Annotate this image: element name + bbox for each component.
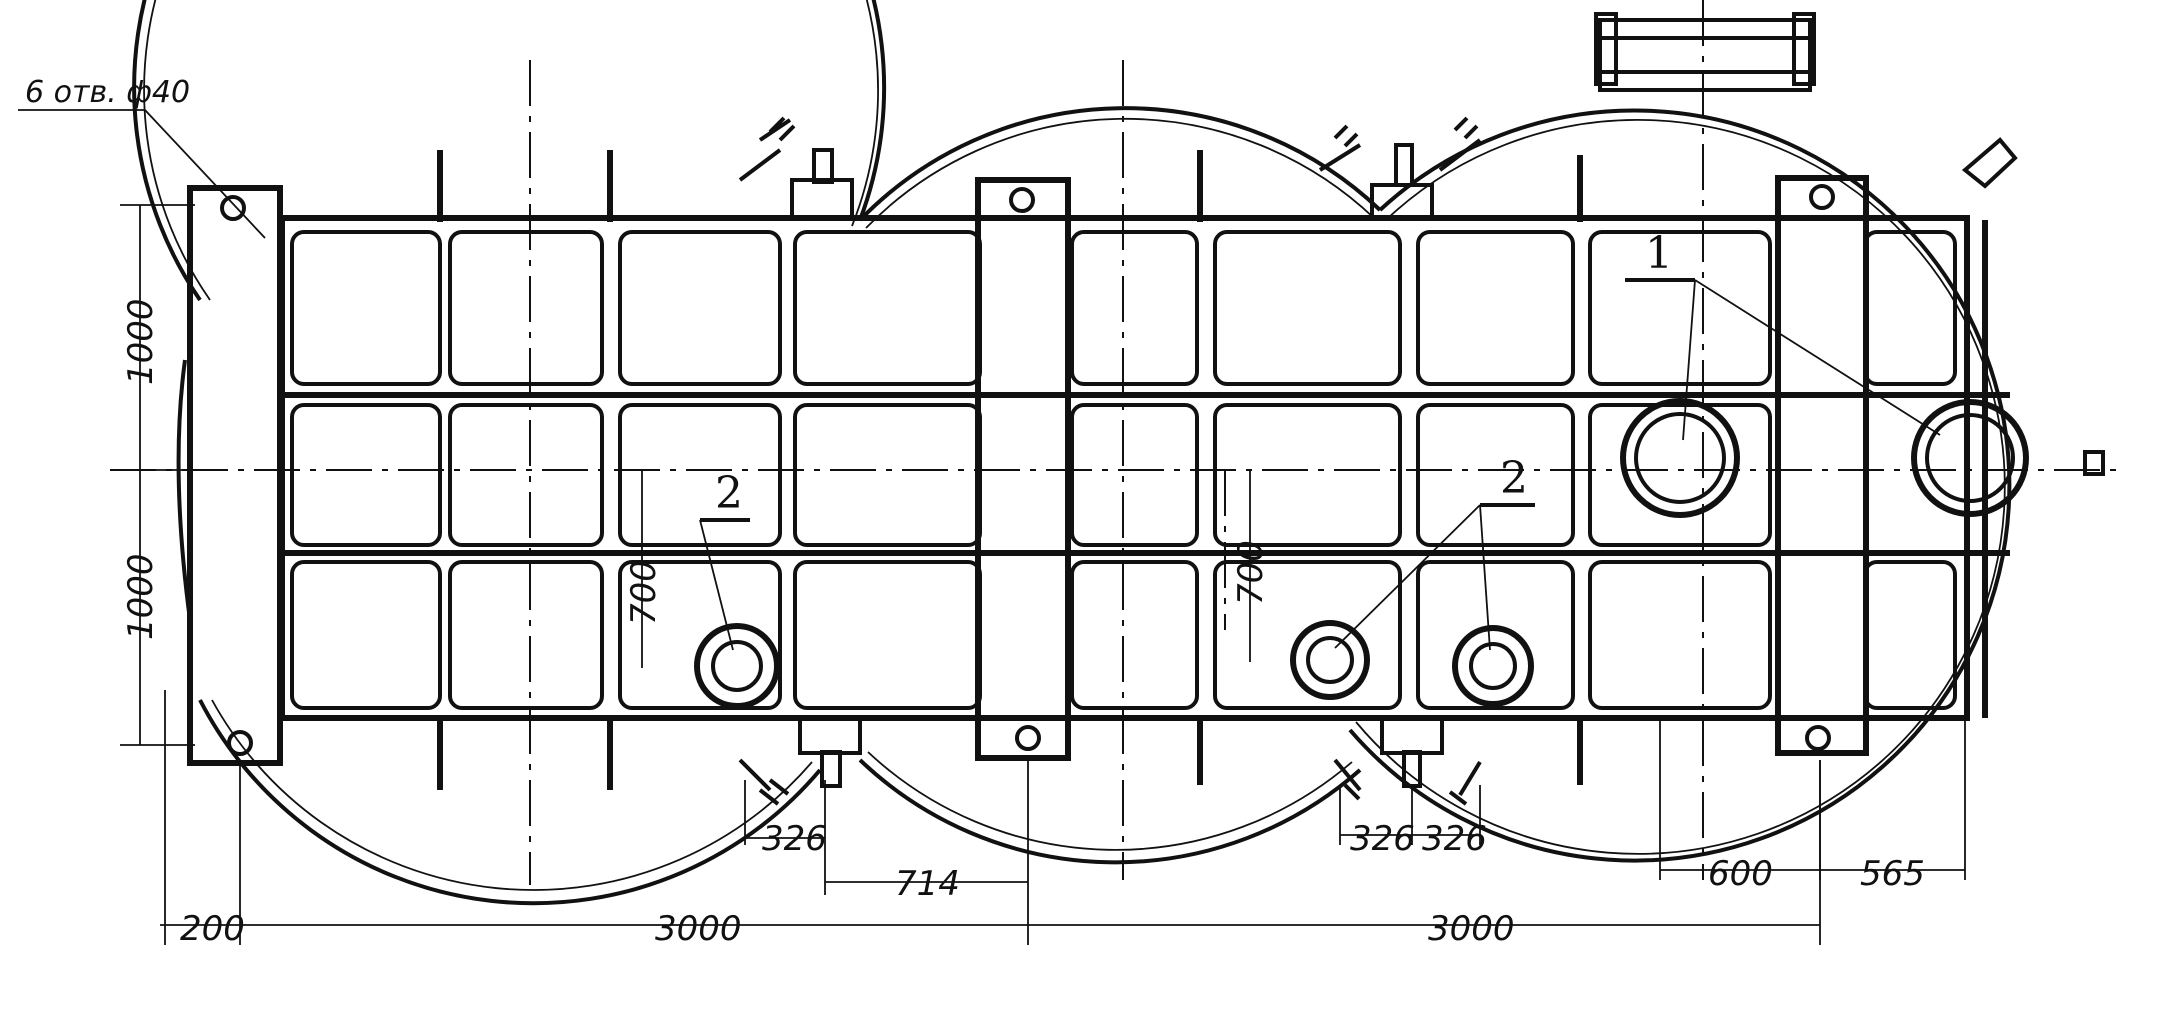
rib-stubs <box>437 150 2010 790</box>
center-lines <box>110 0 2125 885</box>
dim-height-top: 1000 <box>121 298 161 385</box>
dim-span-1: 3000 <box>655 909 742 949</box>
small-ports <box>694 620 1534 709</box>
dim-height-bottom: 1000 <box>121 553 161 640</box>
leader-lines <box>18 109 1941 651</box>
valves <box>738 116 2018 806</box>
dim-port-edge: 565 <box>1860 854 1925 894</box>
panel-frame <box>279 215 1988 721</box>
dim-port-offset-1: 700 <box>624 560 664 625</box>
holes-note: 6 отв. ф40 <box>25 75 190 110</box>
dim-714: 714 <box>895 864 960 904</box>
callout-1: 1 <box>1645 228 1673 279</box>
dim-nozzle-2: 326 <box>1350 819 1415 859</box>
dim-port-offset-2: 700 <box>1231 540 1271 605</box>
dimension-lines <box>120 204 1966 945</box>
dim-nozzle-1: 326 <box>762 819 827 859</box>
callout-2-right: 2 <box>1500 453 1528 504</box>
dim-nozzle-3: 326 <box>1422 819 1487 859</box>
nozzles <box>790 143 2105 788</box>
callout-2-left: 2 <box>715 468 743 519</box>
drawing-labels: 6 отв. ф40 1 2 2 200 3000 3000 714 326 3… <box>25 75 1925 949</box>
dim-port-spacing: 600 <box>1708 854 1773 894</box>
dim-left-end: 200 <box>180 909 245 949</box>
top-manhole <box>1594 12 1816 92</box>
dim-span-2: 3000 <box>1428 909 1515 949</box>
vessel-shells <box>132 0 2012 906</box>
large-ports <box>1620 398 2029 518</box>
